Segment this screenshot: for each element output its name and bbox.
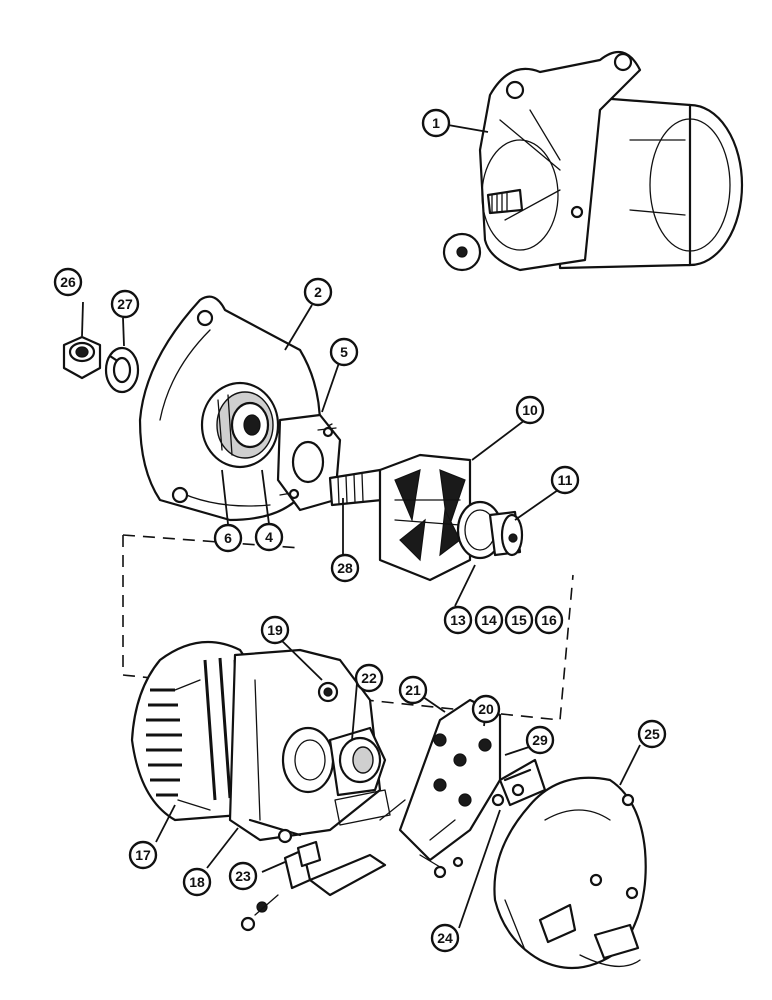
callout-23: 23 (228, 861, 258, 891)
callout-10: 10 (515, 395, 545, 425)
callout-6-label: 6 (224, 530, 232, 546)
callout-4-label: 4 (265, 529, 273, 545)
assembly-boundary-dashed (122, 535, 574, 721)
callout-27-label: 27 (117, 296, 133, 312)
callout-22: 22 (354, 663, 384, 693)
callout-28-label: 28 (337, 560, 353, 576)
callout-16: 16 (534, 605, 564, 635)
callout-24: 24 (430, 923, 460, 953)
callout-22-label: 22 (361, 670, 377, 686)
part-terminal-screw (240, 840, 322, 932)
part-nut (62, 335, 102, 380)
callout-29-label: 29 (532, 732, 548, 748)
callout-11: 11 (550, 465, 580, 495)
callout-2: 2 (303, 277, 333, 307)
part-brush-holder (328, 726, 391, 826)
callout-17-label: 17 (135, 847, 151, 863)
part-drive-end-bracket (138, 295, 322, 522)
callout-26-label: 26 (60, 274, 76, 290)
callout-20-label: 20 (478, 701, 494, 717)
callout-29: 29 (525, 725, 555, 755)
callout-21: 21 (398, 675, 428, 705)
part-retaining-plate (276, 413, 342, 512)
callout-1: 1 (421, 108, 451, 138)
callout-2-label: 2 (314, 284, 322, 300)
callout-18-label: 18 (189, 874, 205, 890)
callout-17: 17 (128, 840, 158, 870)
callout-16-label: 16 (541, 612, 557, 628)
callout-14-label: 14 (481, 612, 497, 628)
callout-13: 13 (443, 605, 473, 635)
part-rotor (328, 453, 524, 582)
callout-11-label: 11 (558, 472, 573, 488)
callout-13-label: 13 (450, 612, 466, 628)
callout-28: 28 (330, 553, 360, 583)
part-alternator-assembly (442, 50, 744, 272)
part-spring-washer (104, 346, 140, 394)
callout-23-label: 23 (235, 868, 251, 884)
callout-18: 18 (182, 867, 212, 897)
callout-10-label: 10 (522, 402, 538, 418)
callout-14: 14 (474, 605, 504, 635)
callout-25-label: 25 (644, 726, 660, 742)
callout-6: 6 (213, 523, 243, 553)
callout-25: 25 (637, 719, 667, 749)
callout-19-label: 19 (267, 622, 283, 638)
part-connection-strap (308, 799, 406, 897)
callout-20: 20 (471, 694, 501, 724)
callout-5-label: 5 (340, 344, 348, 360)
callout-21-label: 21 (405, 682, 421, 698)
callout-19: 19 (260, 615, 290, 645)
callout-1-label: 1 (432, 115, 440, 131)
part-rectifier (398, 698, 502, 879)
part-end-cover (493, 776, 647, 970)
callout-5: 5 (329, 337, 359, 367)
callout-4: 4 (254, 522, 284, 552)
callout-26: 26 (53, 267, 83, 297)
callout-27: 27 (110, 289, 140, 319)
callout-15: 15 (504, 605, 534, 635)
callout-24-label: 24 (437, 930, 453, 946)
callout-15-label: 15 (511, 612, 527, 628)
leader-lines (81, 124, 641, 929)
